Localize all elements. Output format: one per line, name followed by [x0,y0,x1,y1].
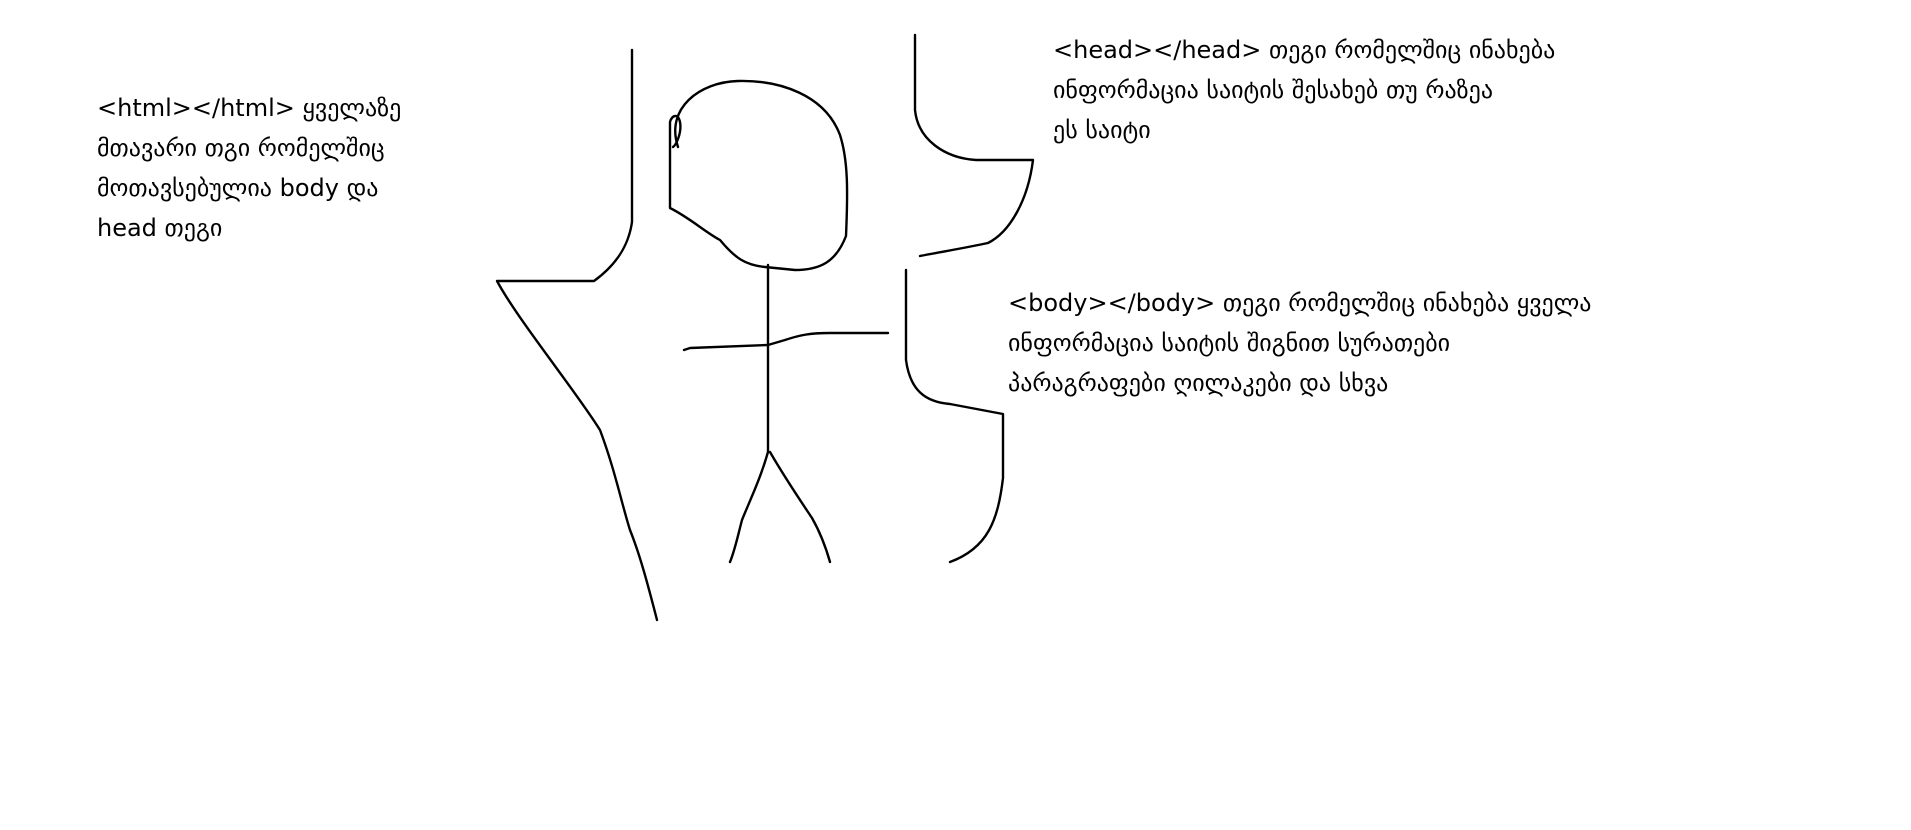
figure-arms-stroke [682,331,890,352]
html-note-line: მოთავსებულია body და [97,174,379,202]
body-note-line: ინფორმაცია საიტის შიგნით სურათები [1008,329,1451,357]
body-note-line: პარაგრაფები ღილაკები და სხვა [1008,369,1389,397]
html-tag-note: <html></html> ყველაზე მთავარი თგი რომელშ… [97,88,401,248]
html-note-line: head თეგი [97,214,223,242]
html-note-line: მთავარი თგი რომელშიც [97,134,385,162]
head-bracket-stroke [913,33,1035,258]
body-bracket-stroke [904,268,1005,564]
head-note-line: ეს საიტი [1053,116,1151,144]
html-note-line: <html></html> ყველაზე [97,94,402,122]
head-note-line: <head></head> თეგი რომელშიც ინახება [1053,36,1556,64]
head-tag-note: <head></head> თეგი რომელშიც ინახება ინფო… [1053,30,1555,150]
body-note-line: <body></body> თეგი რომელშიც ინახება ყველ… [1008,289,1592,317]
html-bracket-stroke [495,48,659,622]
figure-head-stroke [668,79,849,272]
figure-right-leg-stroke [768,450,832,564]
head-note-line: ინფორმაცია საიტის შესახებ თუ რაზეა [1053,76,1494,104]
body-tag-note: <body></body> თეგი რომელშიც ინახება ყველ… [1008,283,1591,403]
figure-left-leg-stroke [728,450,770,564]
